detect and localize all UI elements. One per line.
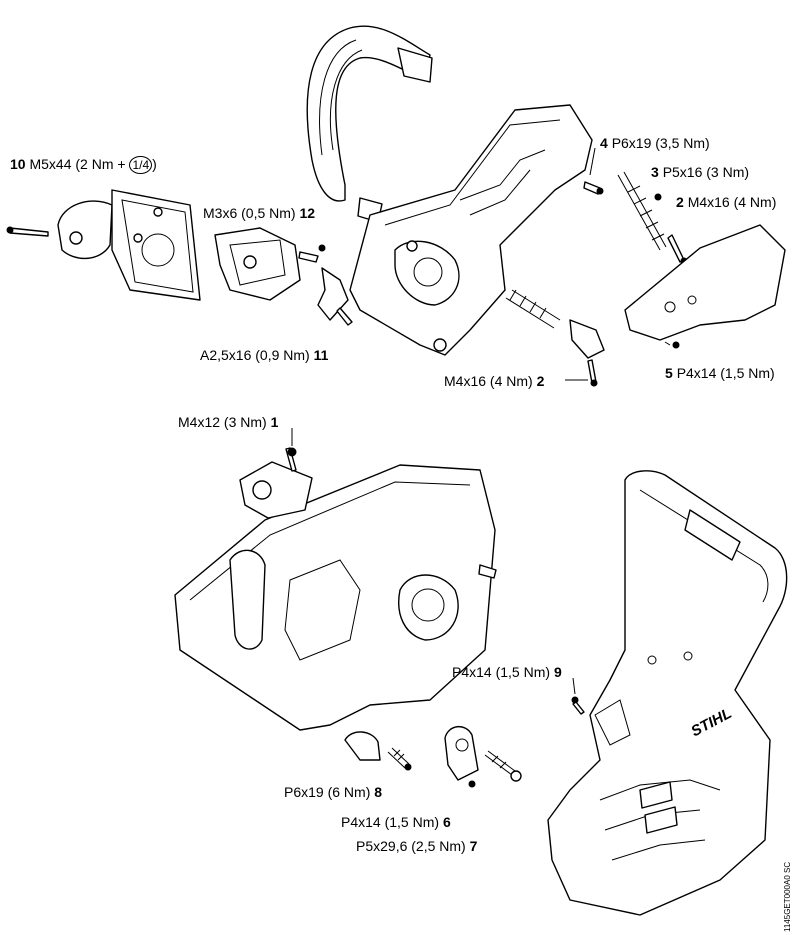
callout-10: 10 M5x44 (2 Nm + 1/4) bbox=[10, 156, 157, 174]
callout-3-number: 3 bbox=[651, 164, 659, 180]
callout-4: 4 P6x19 (3,5 Nm) bbox=[600, 135, 710, 151]
callout-2-bottom-number: 2 bbox=[536, 373, 545, 389]
callout-12-text: M3x6 (0,5 Nm) bbox=[203, 205, 296, 221]
callout-9-number: 9 bbox=[553, 664, 562, 680]
callout-5-number: 5 bbox=[665, 365, 673, 381]
callout-3-text: P5x16 (3 Nm) bbox=[662, 164, 750, 180]
callout-11-text: A2,5x16 (0,9 Nm) bbox=[200, 347, 310, 363]
callout-7-text: P5x29,6 (2,5 Nm) bbox=[356, 838, 466, 854]
callout-2-top: 2 M4x16 (4 Nm) bbox=[676, 194, 776, 210]
bearing-plate bbox=[239, 461, 313, 519]
callout-8-text: P6x19 (6 Nm) bbox=[284, 784, 371, 800]
filter-cover bbox=[57, 189, 201, 301]
callout-4-number: 4 bbox=[600, 135, 608, 151]
screw-12 bbox=[318, 244, 326, 252]
engine-housing bbox=[174, 464, 497, 731]
throttle-lever bbox=[317, 267, 349, 321]
spring-upper bbox=[617, 171, 667, 251]
clamp-part bbox=[344, 731, 381, 761]
screw-7 bbox=[484, 750, 522, 782]
callout-2-bottom-text: M4x16 (4 Nm) bbox=[444, 373, 533, 389]
callout-8-number: 8 bbox=[374, 784, 383, 800]
callout-8: P6x19 (6 Nm) 8 bbox=[284, 784, 382, 800]
handle-bar bbox=[306, 25, 433, 223]
screw-8 bbox=[387, 747, 412, 771]
callout-5-text: P4x14 (1,5 Nm) bbox=[676, 365, 775, 381]
callout-5: 5 P4x14 (1,5 Nm) bbox=[665, 365, 775, 381]
screw-2-top bbox=[667, 234, 688, 265]
handle-shell-top bbox=[624, 224, 786, 341]
screw-9 bbox=[571, 696, 585, 715]
leader-lines bbox=[291, 147, 671, 695]
quarter-turn-symbol: 1/4 bbox=[129, 156, 153, 174]
screw-11 bbox=[336, 307, 353, 326]
top-housing bbox=[349, 104, 593, 356]
carburetor bbox=[214, 227, 319, 301]
callout-4-text: P6x19 (3,5 Nm) bbox=[611, 135, 710, 151]
callout-2-top-number: 2 bbox=[676, 194, 684, 210]
screw-5 bbox=[672, 341, 680, 349]
callout-7: P5x29,6 (2,5 Nm) 7 bbox=[356, 838, 477, 854]
callout-12: M3x6 (0,5 Nm) 12 bbox=[203, 205, 315, 221]
callout-9-text: P4x14 (1,5 Nm) bbox=[452, 664, 551, 680]
screw-6 bbox=[468, 780, 476, 788]
callout-10-number: 10 bbox=[10, 156, 26, 172]
callout-10-text: M5x44 (2 Nm + bbox=[29, 156, 130, 172]
callout-2-top-text: M4x16 (4 Nm) bbox=[687, 194, 777, 210]
callout-12-number: 12 bbox=[299, 205, 316, 221]
callout-7-number: 7 bbox=[469, 838, 478, 854]
spring-lower bbox=[505, 289, 605, 359]
callout-10-close: ) bbox=[152, 156, 157, 172]
screw-2-bottom bbox=[587, 359, 598, 387]
handle-cover bbox=[547, 470, 788, 916]
screw-10 bbox=[6, 226, 49, 237]
callout-9: P4x14 (1,5 Nm) 9 bbox=[452, 664, 562, 680]
callout-6-number: 6 bbox=[442, 814, 451, 830]
screw-4 bbox=[583, 181, 604, 195]
callout-6-text: P4x14 (1,5 Nm) bbox=[341, 814, 440, 830]
callout-11: A2,5x16 (0,9 Nm) 11 bbox=[200, 347, 328, 363]
callout-3: 3 P5x16 (3 Nm) bbox=[651, 164, 749, 180]
screw-3 bbox=[654, 193, 662, 201]
callout-2-bottom: M4x16 (4 Nm) 2 bbox=[444, 373, 544, 389]
callout-1-text: M4x12 (3 Nm) bbox=[178, 414, 267, 430]
screw-1 bbox=[285, 447, 297, 472]
callout-11-number: 11 bbox=[313, 347, 329, 363]
callout-1-number: 1 bbox=[270, 414, 279, 430]
bushing-part bbox=[444, 726, 479, 781]
reference-code: 1145GET000A0 SC bbox=[783, 861, 792, 932]
callout-1: M4x12 (3 Nm) 1 bbox=[178, 414, 278, 430]
callout-6: P4x14 (1,5 Nm) 6 bbox=[341, 814, 451, 830]
